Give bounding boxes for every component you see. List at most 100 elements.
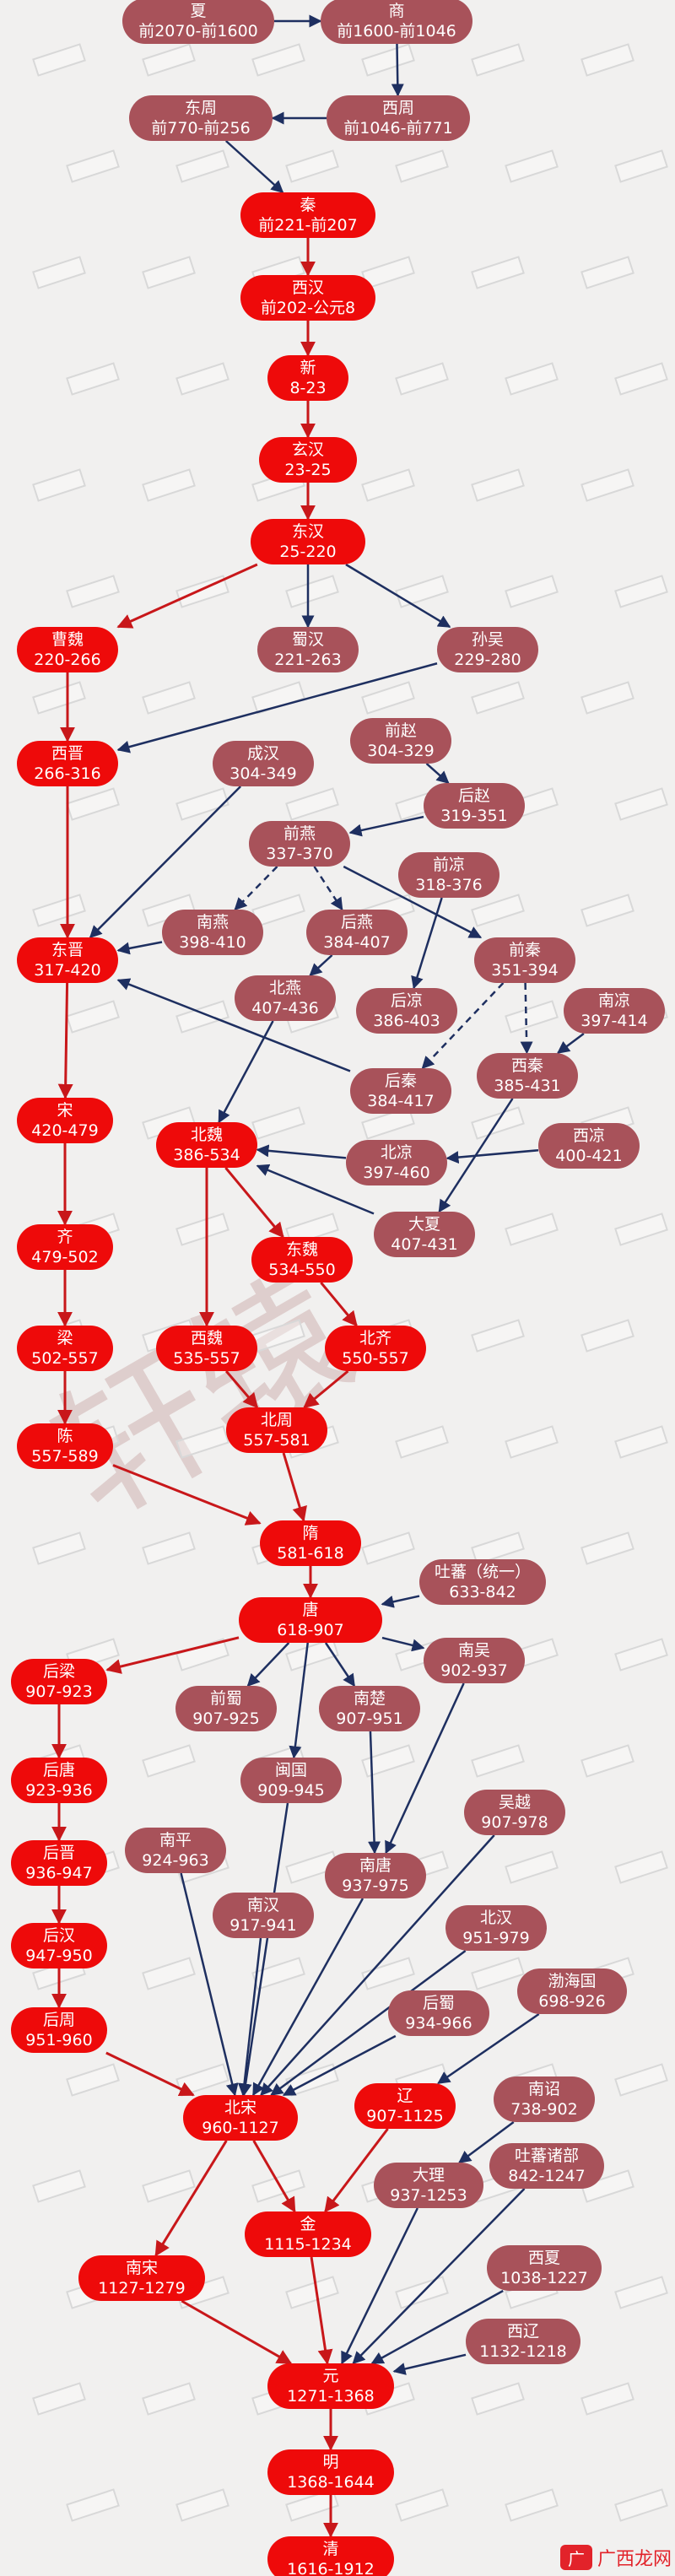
dynasty-name: 北齐 (359, 1329, 392, 1347)
dynasty-dates: 337-370 (266, 845, 333, 863)
edge-qianzhao-to-houzhao (425, 763, 450, 784)
dynasty-dates: 420-479 (31, 1121, 99, 1140)
dynasty-name: 蜀汉 (291, 630, 324, 649)
edge-beiwei-to-dongwei (224, 1167, 284, 1239)
dynasty-name: 北宋 (224, 2098, 256, 2117)
dynasty-name: 前赵 (384, 721, 417, 740)
dynasty-node-qin: 秦前221-前207 (240, 192, 375, 238)
dynasty-name: 后赵 (457, 786, 490, 805)
dynasty-dates: 479-502 (31, 1248, 99, 1266)
edge-houzhao-to-qianyan (348, 815, 424, 837)
dynasty-name: 后汉 (42, 1926, 75, 1945)
edge-xiwei-to-beizhou (224, 1370, 259, 1409)
dynasty-name: 大夏 (408, 1215, 440, 1234)
dynasty-dates: 407-436 (251, 999, 319, 1018)
edge-nanping-to-beisong (180, 1872, 239, 2097)
dynasty-name: 商 (388, 2, 405, 20)
edge-wuyue-to-beisong (260, 1834, 495, 2097)
dynasty-name: 梁 (57, 1329, 73, 1347)
edge-houyan-to-beiyan (309, 954, 333, 977)
dynasty-dates: 535-557 (173, 1349, 240, 1368)
dynasty-dates: 319-351 (440, 807, 508, 825)
edge-minguo-to-beisong (239, 1802, 289, 2097)
edge-donghan-to-sunwu (345, 563, 451, 629)
dynasty-name: 隋 (302, 1524, 319, 1542)
dynasty-name: 唐 (302, 1601, 319, 1619)
dynasty-name: 南诏 (527, 2080, 560, 2098)
dynasty-dates: 前770-前256 (151, 119, 251, 138)
edge-nanzhao-to-dali (458, 2120, 515, 2164)
dynasty-dates: 304-349 (230, 764, 297, 783)
dynasty-name: 东魏 (285, 1240, 318, 1259)
dynasty-dates: 前221-前207 (258, 216, 358, 235)
dynasty-dates: 407-431 (391, 1235, 458, 1254)
edge-qianyan-to-nanyan (234, 866, 278, 911)
dynasty-dates: 397-414 (580, 1012, 648, 1030)
dynasty-name: 南汉 (246, 1896, 279, 1914)
dynasty-dates: 384-417 (367, 1092, 435, 1110)
dynasty-name: 吐蕃（统一） (434, 1563, 531, 1581)
dynasty-dates: 23-25 (284, 461, 332, 479)
dynasty-dates: 1115-1234 (264, 2235, 352, 2254)
dynasty-node-qing: 清 1616-1912 (267, 2536, 394, 2576)
dynasty-name: 后梁 (42, 1662, 75, 1681)
dynasty-node-liang: 梁 502-557 (17, 1326, 113, 1371)
edge-nanyan-to-dongjin (116, 941, 163, 955)
dynasty-name: 东晋 (51, 941, 84, 959)
dynasty-dates: 318-376 (415, 876, 483, 894)
dynasty-name: 孙吴 (471, 630, 504, 649)
dynasty-dates: 738-902 (510, 2100, 578, 2119)
dynasty-node-xia: 夏前2070-前1600 (122, 0, 274, 44)
dynasty-name: 陈 (57, 1427, 73, 1445)
edge-dongjin-to-song (57, 982, 73, 1099)
edge-liao-to-jin (324, 2128, 389, 2213)
edge-beisong-to-nansong (154, 2140, 228, 2257)
dynasty-dates: 385-431 (494, 1077, 561, 1095)
dynasty-name: 清 (322, 2540, 339, 2558)
dynasty-name: 后蜀 (422, 1994, 455, 2012)
dynasty-name: 前秦 (508, 941, 541, 959)
dynasty-dates: 550-557 (342, 1349, 409, 1368)
edge-qianliang-to-houliang (411, 897, 443, 990)
dynasty-name: 西汉 (291, 278, 324, 297)
dynasty-dates: 304-329 (367, 742, 435, 760)
edge-bohai-to-liao (437, 2012, 540, 2085)
dynasty-name: 后晋 (42, 1844, 75, 1862)
dynasty-dates: 947-950 (25, 1947, 93, 1965)
dynasty-dates: 前1046-前771 (343, 119, 453, 138)
dynasty-name: 西秦 (510, 1056, 543, 1075)
dynasty-dates: 前2070-前1600 (138, 22, 258, 41)
brand-text: 广西龙网 (597, 2549, 672, 2570)
dynasty-node-qianzhao: 前赵 304-329 (350, 718, 451, 764)
dynasty-node-beiqi: 北齐 550-557 (325, 1326, 426, 1371)
dynasty-dates: 266-316 (34, 764, 101, 783)
edge-beizhou-to-sui (282, 1452, 307, 1522)
dynasty-name: 齐 (57, 1228, 73, 1246)
dynasty-name: 后燕 (340, 913, 373, 932)
dynasty-dates: 1616-1912 (287, 2560, 375, 2576)
dynasty-dates: 902-937 (440, 1661, 508, 1680)
dynasty-name: 成汉 (246, 744, 279, 763)
dynasty-name: 北汉 (479, 1909, 512, 1927)
dynasty-dates: 907-1125 (366, 2107, 444, 2125)
edge-chenghan-to-dongjin (89, 786, 242, 939)
dynasty-dates: 502-557 (31, 1349, 99, 1368)
